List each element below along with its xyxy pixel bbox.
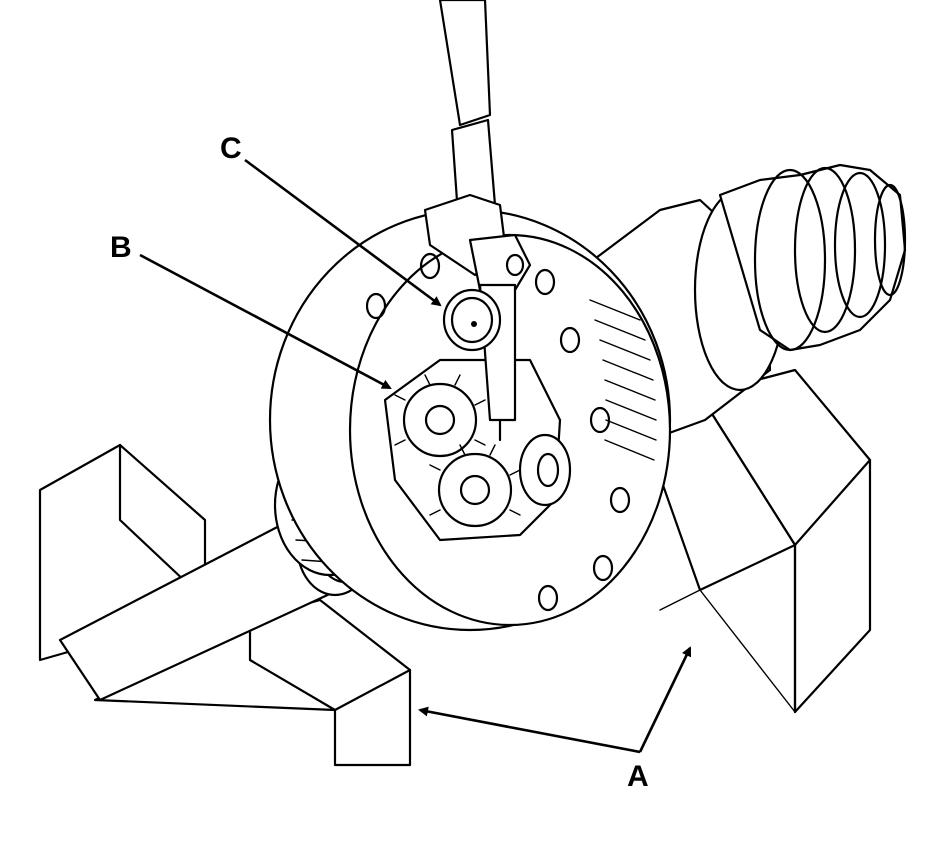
leader-a-right	[638, 646, 692, 753]
case-bolt-holes	[365, 252, 631, 612]
leader-a-left	[418, 706, 641, 754]
leader-b	[139, 253, 392, 390]
leader-c	[244, 158, 442, 307]
callout-leaders	[139, 158, 692, 754]
pinion-gears	[394, 374, 572, 528]
callout-label-a: A	[627, 760, 649, 793]
callout-label-c: C	[220, 132, 242, 165]
dial-indicator	[423, 0, 532, 442]
callout-label-b: B	[110, 231, 132, 264]
